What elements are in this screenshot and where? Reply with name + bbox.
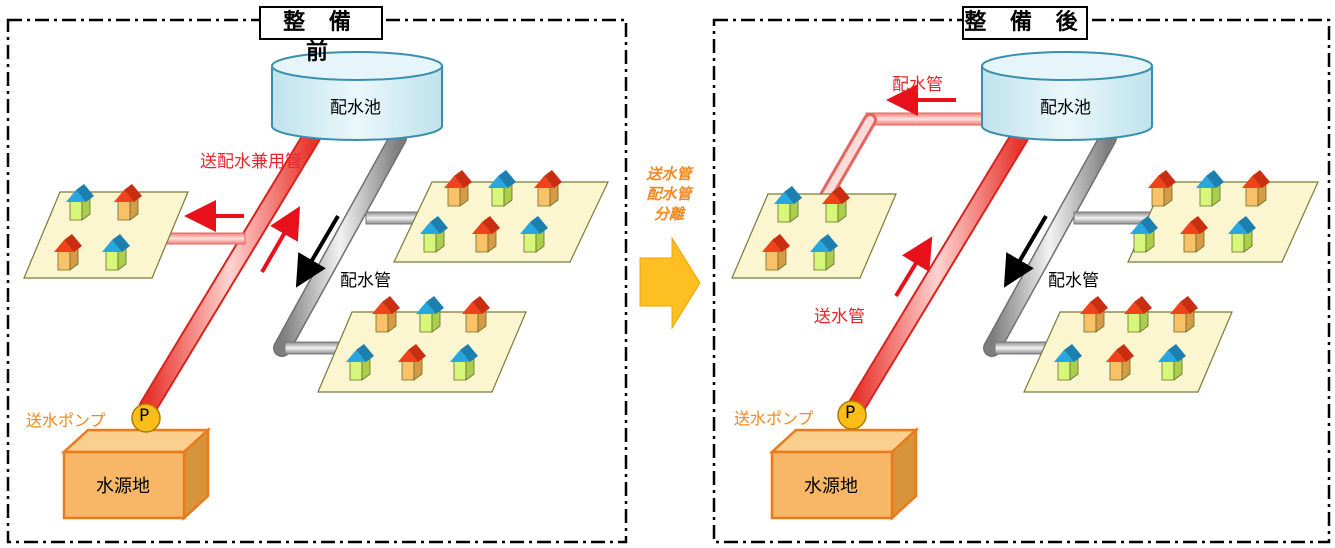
right-distribution-pipe-top-label: 配水管 — [892, 75, 943, 95]
left-water-source — [60, 427, 212, 521]
left-pump-label: 送水ポンプ — [26, 411, 106, 430]
left-tank — [271, 51, 443, 141]
left-distribution-pipe — [273, 129, 445, 357]
right-water-source — [768, 427, 920, 521]
right-transmission-pipe-label: 送水管 — [814, 307, 865, 327]
left-pump-symbol: P — [139, 406, 150, 426]
left-flow-arrow-up — [260, 206, 300, 273]
left-panel — [6, 18, 628, 544]
right-tank-label: 配水池 — [1040, 98, 1091, 118]
center-label: 送水管 配水管 分離 — [634, 164, 704, 224]
left-flow-arrow-down — [295, 214, 340, 288]
right-west-distribution-pipe — [819, 112, 985, 203]
left-district-northeast — [393, 169, 609, 263]
left-shared-pipe — [138, 126, 322, 417]
left-district-southeast — [317, 295, 527, 393]
right-tank — [981, 51, 1153, 141]
right-panel-title: 整 備 後 — [962, 6, 1088, 40]
right-distribution-pipe-label: 配水管 — [1048, 271, 1099, 291]
center-label-line1: 送水管 — [646, 165, 692, 183]
left-distribution-pipe-label: 配水管 — [340, 271, 391, 291]
left-district-west — [23, 183, 189, 279]
right-district-west — [731, 185, 897, 279]
right-flow-arrow-up — [894, 236, 933, 298]
left-water-source-label: 水源地 — [96, 476, 150, 497]
right-distribution-pipe — [983, 129, 1153, 357]
right-flow-arrow-down — [1003, 214, 1048, 288]
right-district-southeast — [1023, 295, 1233, 393]
right-pump-symbol: P — [845, 403, 856, 423]
right-pump-label: 送水ポンプ — [734, 409, 814, 428]
left-shared-pipe-label: 送配水兼用管 — [200, 152, 302, 172]
left-pump — [131, 403, 161, 433]
right-district-northeast — [1127, 169, 1319, 263]
center-label-line2: 配水管 — [646, 185, 692, 203]
right-panel — [712, 18, 1331, 544]
right-pump — [837, 400, 867, 430]
right-transmission-pipe — [846, 126, 1030, 417]
center-arrow — [639, 236, 701, 330]
right-water-source-label: 水源地 — [804, 476, 858, 497]
center-label-line3: 分離 — [653, 205, 684, 223]
left-panel-title: 整 備 前 — [259, 6, 383, 65]
left-tank-label: 配水池 — [330, 98, 381, 118]
